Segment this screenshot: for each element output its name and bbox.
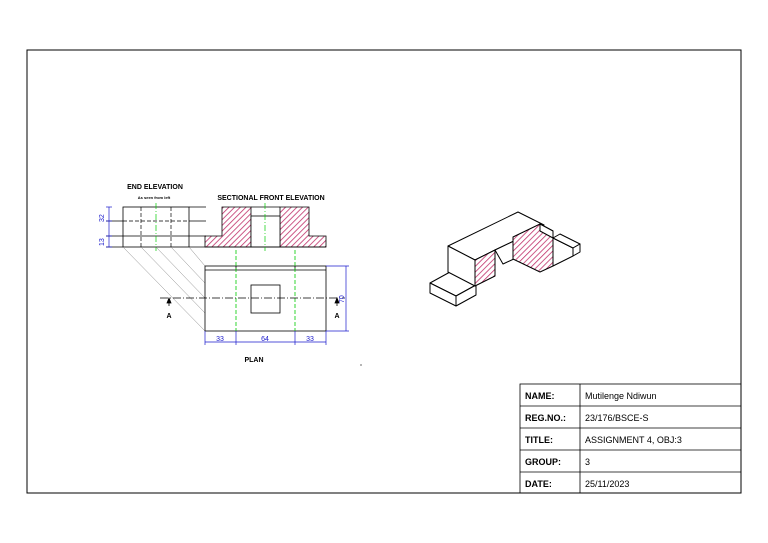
title-block-label: DATE: (525, 479, 552, 489)
end-elevation-hidden-lines (123, 207, 189, 247)
section-hatch-right (279, 206, 327, 248)
sectional-front-elevation-title: SECTIONAL FRONT ELEVATION (217, 195, 324, 202)
plan-view (204, 265, 327, 332)
end-elevation-note: As seen from left (138, 195, 171, 200)
dim-end-bottom: 13 (99, 238, 106, 246)
title-block-label: NAME: (525, 391, 555, 401)
sectional-front-elevation-view (204, 206, 327, 248)
section-hatch-left (204, 206, 252, 248)
dim-plan-depth: 70 (339, 295, 346, 303)
title-block-value: 25/11/2023 (585, 479, 629, 489)
title-block-value: ASSIGNMENT 4, OBJ:3 (585, 435, 682, 445)
stray-dot (360, 364, 362, 366)
title-block (519, 383, 742, 494)
plan-dimensions (204, 265, 349, 345)
title-block-value: 23/176/BSCE-S (585, 413, 649, 423)
title-block-label: REG.NO.: (525, 413, 566, 423)
title-block-label: GROUP: (525, 457, 561, 467)
end-elevation-dimensions (106, 206, 112, 248)
section-mark-right: A (334, 313, 339, 320)
plan-title: PLAN (244, 357, 263, 364)
drawing-border (26, 49, 742, 494)
isometric-view (429, 211, 581, 307)
title-block-label: TITLE: (525, 435, 553, 445)
dim-plan-right: 33 (306, 336, 314, 343)
end-elevation-title: END ELEVATION (127, 184, 183, 191)
cutting-plane-arrows (166, 296, 340, 306)
title-block-value: 3 (585, 457, 590, 467)
dim-plan-middle: 64 (261, 336, 269, 343)
plan-hidden-lines (235, 250, 296, 331)
dim-plan-left: 33 (216, 336, 224, 343)
section-mark-left: A (166, 313, 171, 320)
dim-end-top: 32 (99, 214, 106, 222)
title-block-value: Mutilenge Ndiwun (585, 391, 657, 401)
projection-lines (122, 246, 206, 332)
